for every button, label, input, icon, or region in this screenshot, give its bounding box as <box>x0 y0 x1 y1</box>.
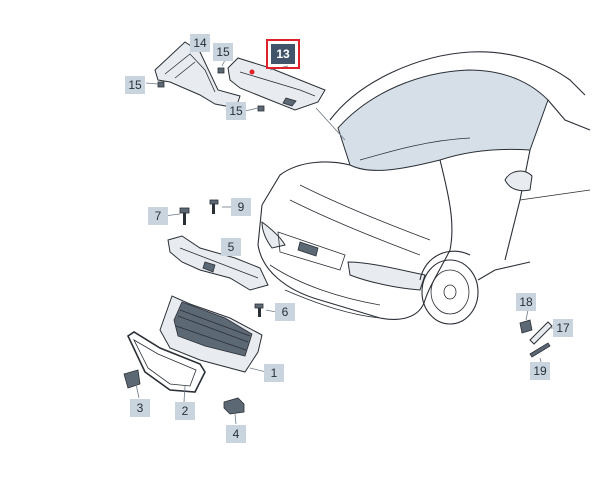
callout-3[interactable]: 3 <box>130 399 150 417</box>
callout-17[interactable]: 17 <box>553 319 573 337</box>
callout-13-highlighted[interactable]: 13 <box>266 39 300 69</box>
car-illustration <box>257 51 591 325</box>
bracket-part-4 <box>223 397 245 415</box>
callout-19[interactable]: 19 <box>530 362 550 380</box>
plenum-cover-right-part-13 <box>227 57 326 111</box>
callout-5[interactable]: 5 <box>221 238 241 256</box>
callout-15[interactable]: 15 <box>213 43 233 61</box>
callout-15[interactable]: 15 <box>226 102 246 120</box>
callout-15[interactable]: 15 <box>125 76 145 94</box>
callout-14[interactable]: 14 <box>190 34 210 52</box>
clips-part-15 <box>157 67 265 112</box>
callout-6[interactable]: 6 <box>275 303 295 321</box>
callout-1[interactable]: 1 <box>264 364 284 382</box>
callout-9[interactable]: 9 <box>231 198 251 216</box>
callout-7[interactable]: 7 <box>148 207 168 225</box>
emblem-part-3 <box>123 369 141 389</box>
callout-4[interactable]: 4 <box>226 425 246 443</box>
side-trim-parts <box>519 319 553 358</box>
radiator-grille-part-1 <box>159 295 263 373</box>
grille-frame-part-2 <box>126 331 206 393</box>
callout-18[interactable]: 18 <box>516 293 536 311</box>
callout-2[interactable]: 2 <box>175 402 195 420</box>
screws <box>179 199 264 317</box>
